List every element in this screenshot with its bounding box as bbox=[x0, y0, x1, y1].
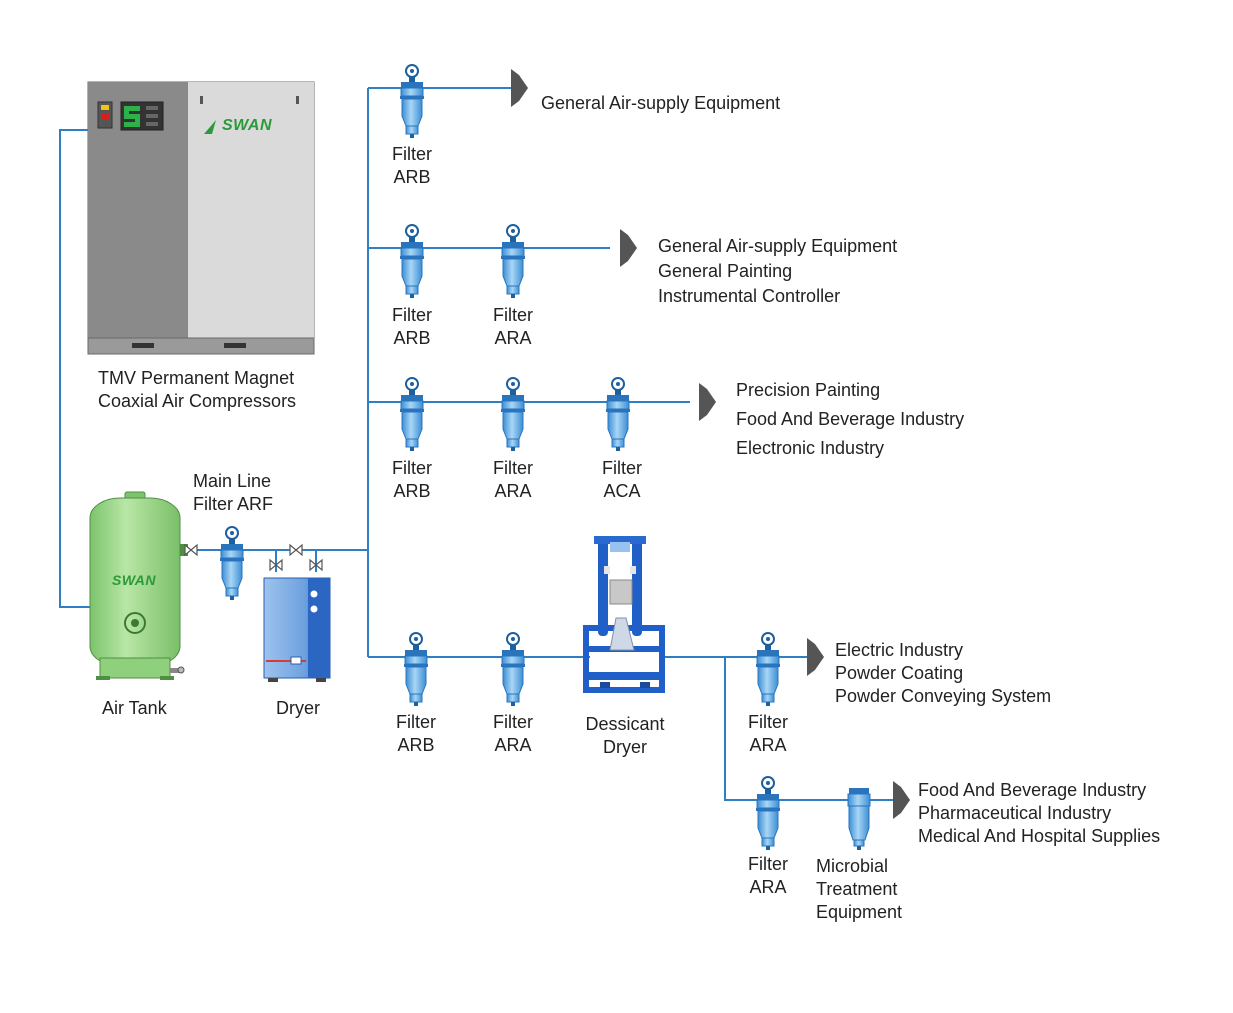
desiccant-dryer bbox=[583, 536, 665, 693]
branch-1-filters bbox=[399, 64, 425, 139]
outlet-arrow-icon bbox=[620, 229, 637, 267]
compressor-label: TMV Permanent Magnet Coaxial Air Compres… bbox=[98, 368, 297, 411]
filter-icon bbox=[755, 632, 781, 707]
outlet-arrow-icon bbox=[511, 69, 528, 107]
destination-list: General Air-supply Equipment bbox=[541, 93, 781, 113]
air-tank bbox=[89, 491, 198, 680]
filter-icon bbox=[500, 632, 526, 707]
destination-list: Precision Painting Food And Beverage Ind… bbox=[736, 380, 965, 458]
outlet-arrow-icon bbox=[893, 781, 910, 819]
outlet-arrow-icon bbox=[699, 383, 716, 421]
compressor-logo: SWAN bbox=[222, 117, 272, 134]
air-compressor bbox=[87, 81, 315, 355]
destination-list: Food And Beverage Industry Pharmaceutica… bbox=[918, 780, 1161, 846]
tank-logo: SWAN bbox=[112, 572, 156, 588]
microbial-treatment-label: Microbial Treatment Equipment bbox=[816, 856, 903, 922]
desiccant-dryer-label: Dessicant Dryer bbox=[585, 714, 665, 757]
outlet-arrow-icon bbox=[807, 638, 824, 676]
filter-icon bbox=[399, 377, 425, 452]
destination-list: General Air-supply Equipment General Pai… bbox=[658, 236, 898, 306]
main-line-filter-icon bbox=[219, 526, 245, 601]
filter-icon bbox=[500, 224, 526, 299]
main-line-filter-label: Main Line Filter ARF bbox=[193, 471, 274, 514]
branch-3-filters bbox=[399, 377, 631, 452]
destination-list: Electric Industry Powder Coating Powder … bbox=[835, 640, 1052, 706]
refrigerated-dryer bbox=[263, 544, 331, 682]
filter-icon bbox=[755, 776, 781, 851]
filter-icon bbox=[403, 632, 429, 707]
filter-icon bbox=[500, 377, 526, 452]
filter-icon bbox=[399, 224, 425, 299]
filter-icon bbox=[399, 64, 425, 139]
branch-2-filters bbox=[399, 224, 526, 299]
microbial-treatment-unit bbox=[847, 788, 871, 850]
filter-icon bbox=[605, 377, 631, 452]
dryer-label: Dryer bbox=[276, 698, 320, 718]
air-tank-label: Air Tank bbox=[102, 698, 167, 718]
